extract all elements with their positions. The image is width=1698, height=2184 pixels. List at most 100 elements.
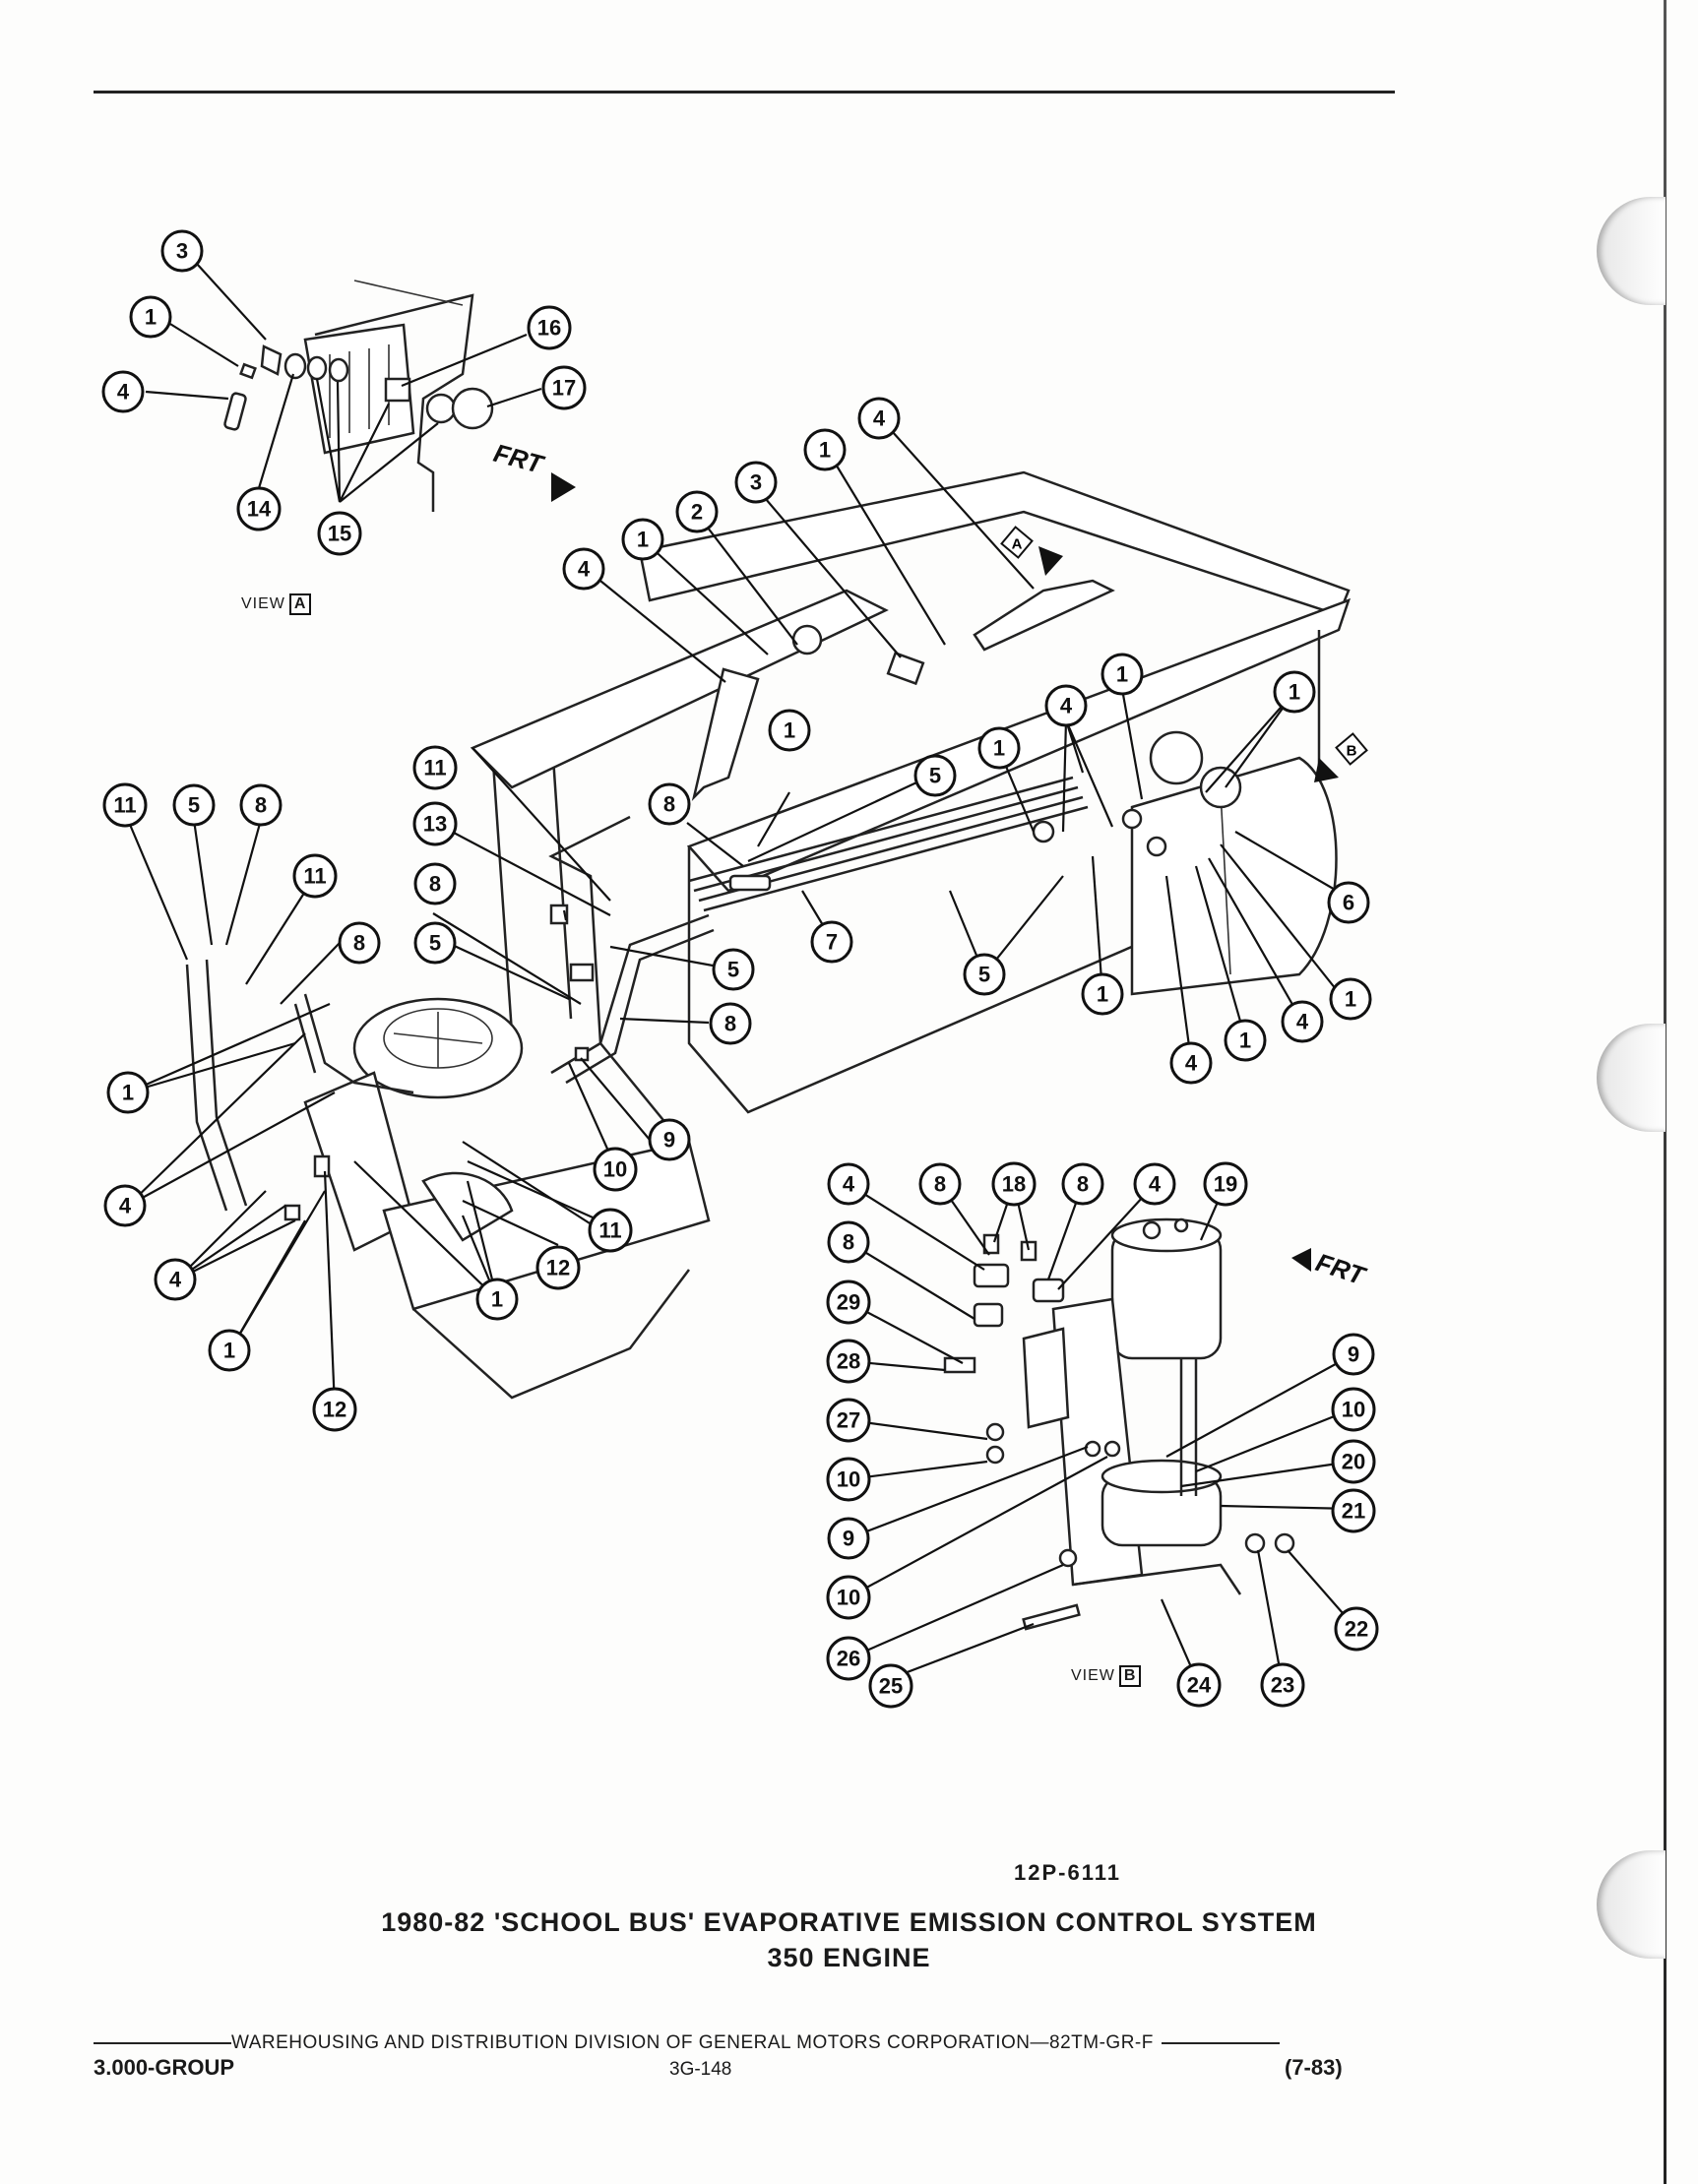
svg-text:5: 5 [188, 793, 200, 818]
svg-text:4: 4 [1296, 1010, 1309, 1034]
callout-7-main: 7 [810, 920, 853, 964]
svg-text:4: 4 [169, 1268, 182, 1292]
callout-5-left-b: 5 [413, 921, 457, 965]
view-a-fitting-17 [425, 393, 457, 424]
svg-text:10: 10 [837, 1586, 860, 1610]
callout-8-left-d: 8 [709, 1002, 752, 1045]
svg-text:14: 14 [247, 497, 272, 522]
callout-21-view-b: 21 [1331, 1488, 1376, 1533]
svg-text:22: 22 [1345, 1617, 1368, 1642]
svg-text:4: 4 [1185, 1051, 1198, 1076]
frt-upper: FRT [490, 438, 547, 479]
hose-4-upper [691, 667, 760, 801]
svg-text:10: 10 [837, 1467, 860, 1492]
view-a-arrow-letter: A [1012, 536, 1023, 553]
svg-text:27: 27 [837, 1408, 860, 1433]
callout-5-left-c: 5 [712, 948, 755, 991]
callout-14-view-a: 14 [236, 486, 282, 531]
callout-1-main-h: 1 [1224, 1019, 1267, 1062]
callout-1-left-a: 1 [475, 1278, 519, 1321]
svg-text:1: 1 [491, 1287, 503, 1312]
svg-text:4: 4 [578, 557, 591, 582]
callout-23-view-b: 23 [1260, 1662, 1305, 1708]
view-a-letter: A [288, 593, 312, 615]
svg-text:8: 8 [724, 1012, 736, 1036]
callout-9-left: 9 [648, 1118, 691, 1161]
svg-text:1: 1 [1116, 662, 1128, 687]
callout-12-left-b: 12 [312, 1387, 357, 1432]
callout-10-view-b-a: 10 [826, 1457, 871, 1502]
callout-19-view-b: 19 [1203, 1161, 1248, 1207]
svg-text:8: 8 [255, 793, 267, 818]
svg-text:1: 1 [784, 718, 795, 743]
footer-division-line: WAREHOUSING AND DISTRIBUTION DIVISION OF… [94, 2032, 1280, 2054]
callout-4-main-d: 4 [1281, 1000, 1324, 1043]
callout-1-view-a: 1 [129, 295, 172, 339]
callout-11-left-b: 11 [292, 853, 338, 899]
svg-text:1: 1 [1239, 1029, 1251, 1053]
svg-text:1: 1 [993, 736, 1005, 761]
callout-8-left-c: 8 [413, 862, 457, 905]
view-b-detail [943, 1217, 1295, 1631]
svg-text:11: 11 [113, 793, 136, 818]
svg-text:21: 21 [1342, 1499, 1365, 1524]
footer-division-text: WAREHOUSING AND DISTRIBUTION DIVISION OF… [231, 2032, 1154, 2053]
svg-text:10: 10 [1342, 1398, 1365, 1422]
callout-10-view-b-c: 10 [1331, 1387, 1376, 1432]
svg-text:1: 1 [637, 528, 649, 552]
svg-text:29: 29 [837, 1290, 860, 1315]
callout-12-left-a: 12 [535, 1245, 581, 1290]
rollover-valve [1149, 730, 1204, 785]
svg-text:1: 1 [819, 438, 831, 463]
svg-text:1: 1 [145, 305, 157, 330]
figure-title: 1980-82 'SCHOOL BUS' EVAPORATIVE EMISSIO… [0, 1904, 1698, 1975]
svg-text:18: 18 [1002, 1172, 1026, 1197]
callout-6-main: 6 [1327, 881, 1370, 924]
callout-4-main-b: 4 [857, 397, 901, 440]
svg-text:9: 9 [1348, 1342, 1359, 1367]
callout-3-main: 3 [734, 461, 778, 504]
svg-text:8: 8 [663, 792, 675, 817]
callout-26-view-b: 26 [826, 1636, 871, 1681]
svg-text:2: 2 [691, 500, 703, 525]
callout-11-left-a: 11 [102, 782, 148, 828]
callout-1-main-c: 1 [1101, 653, 1144, 696]
view-b-letter: B [1118, 1665, 1142, 1687]
callout-1-main-f: 1 [768, 709, 811, 752]
figure-title-line-1: 1980-82 'SCHOOL BUS' EVAPORATIVE EMISSIO… [381, 1907, 1317, 1937]
svg-text:4: 4 [119, 1194, 132, 1218]
callout-1-main-g: 1 [1329, 977, 1372, 1021]
svg-text:6: 6 [1343, 891, 1354, 915]
callout-4-view-b-a: 4 [827, 1162, 870, 1206]
view-a-bracket-nut [384, 377, 411, 403]
callout-22-view-b: 22 [1334, 1606, 1379, 1652]
view-a-word: VIEW [241, 595, 285, 612]
svg-text:11: 11 [423, 756, 446, 780]
callout-10-view-b-b: 10 [826, 1575, 871, 1620]
callout-4-view-b-b: 4 [1133, 1162, 1176, 1206]
svg-text:25: 25 [879, 1674, 903, 1699]
svg-text:1: 1 [1345, 987, 1356, 1012]
callout-10-left: 10 [593, 1147, 638, 1192]
svg-text:5: 5 [978, 963, 990, 987]
callout-8-left-b: 8 [338, 921, 381, 965]
callout-8-view-b-b: 8 [1061, 1162, 1104, 1206]
svg-text:1: 1 [1097, 982, 1108, 1007]
svg-text:8: 8 [353, 931, 365, 956]
svg-text:10: 10 [603, 1157, 627, 1182]
svg-text:12: 12 [323, 1398, 346, 1422]
callout-2-main: 2 [675, 490, 719, 533]
figure-number: 12P-6111 [1014, 1860, 1121, 1885]
callout-27-view-b: 27 [826, 1398, 871, 1443]
callout-17-view-a: 17 [541, 365, 587, 410]
callout-20-view-b: 20 [1331, 1439, 1376, 1484]
svg-text:11: 11 [303, 864, 326, 889]
callout-labels: 3 1 4 14 15 16 17 4 1 2 3 1 4 1 1 4 1 1 … [101, 229, 1379, 1709]
svg-text:20: 20 [1342, 1450, 1365, 1474]
top-rule [94, 91, 1395, 94]
svg-text:5: 5 [429, 931, 441, 956]
svg-text:17: 17 [552, 376, 576, 401]
svg-text:1: 1 [122, 1081, 134, 1105]
